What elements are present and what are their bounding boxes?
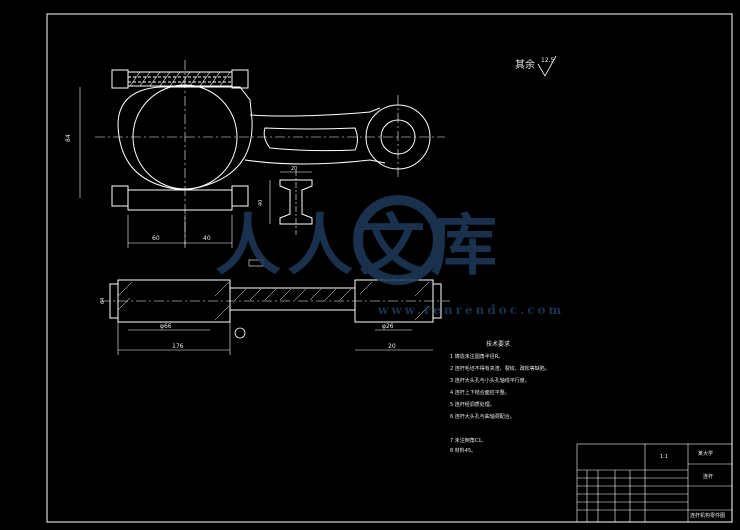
tech-req-item: 6 连杆大头孔与曲轴颈配合。 xyxy=(450,413,515,420)
front-dimensions xyxy=(79,87,233,248)
dim-section-height: 40 xyxy=(258,200,264,206)
title-block-title: 连杆机构零件图 xyxy=(690,512,725,519)
datum-icon xyxy=(234,327,246,339)
tech-req-item: 2 连杆毛坯不得有夹渣、裂纹、疏松等缺陷。 xyxy=(450,365,550,372)
watermark-logo-icon xyxy=(353,195,443,285)
dim-height-right: 64 xyxy=(100,298,106,304)
tech-req-item: 5 连杆经调质处理。 xyxy=(450,401,495,408)
tech-req-item: 3 连杆大头孔与小头孔轴线平行度。 xyxy=(450,377,530,384)
dim-rod-section: 20 xyxy=(388,343,396,350)
front-view xyxy=(111,69,431,211)
top-dimensions xyxy=(117,322,433,355)
tech-req-list: 1 铸造未注圆角半径R。 2 连杆毛坯不得有夹渣、裂纹、疏松等缺陷。 3 连杆大… xyxy=(450,353,550,454)
dim-section-width: 20 xyxy=(291,166,297,172)
dim-small-bore: φ26 xyxy=(382,323,394,330)
tech-req-item: 7 未注倒角C1。 xyxy=(450,437,486,444)
tech-req-item: 1 铸造未注圆角半径R。 xyxy=(450,353,503,360)
tech-req-item: 8 材料45。 xyxy=(450,447,476,454)
title-block xyxy=(576,443,733,523)
roughness-note: 其余 xyxy=(515,58,535,71)
tech-req-title: 技术要求 xyxy=(486,340,510,348)
watermark-text: 人人文库 xyxy=(215,206,503,284)
dim-height-left: 84 xyxy=(65,134,72,142)
drawing-border xyxy=(46,13,733,523)
tech-req-item: 4 连杆上下结合面应平整。 xyxy=(450,389,510,396)
section-view xyxy=(269,170,313,235)
dim-half-right: 40 xyxy=(203,235,211,242)
dim-overall: 176 xyxy=(172,343,184,350)
title-block-school: 某大学 xyxy=(698,450,713,457)
roughness-value: 12.5 xyxy=(541,57,555,64)
watermark-url: www.renrendoc.com xyxy=(377,303,564,317)
dim-half-left: 60 xyxy=(152,235,160,242)
dim-big-bore: φ66 xyxy=(160,323,172,330)
center-lines xyxy=(95,60,445,245)
tolerance-frame-icon xyxy=(248,259,264,267)
roughness-icon xyxy=(537,55,557,77)
watermark: 人人文库 www.renrendoc.com xyxy=(215,195,564,317)
title-block-part: 连杆 xyxy=(703,473,713,480)
title-block-scale: 1:1 xyxy=(660,454,668,460)
